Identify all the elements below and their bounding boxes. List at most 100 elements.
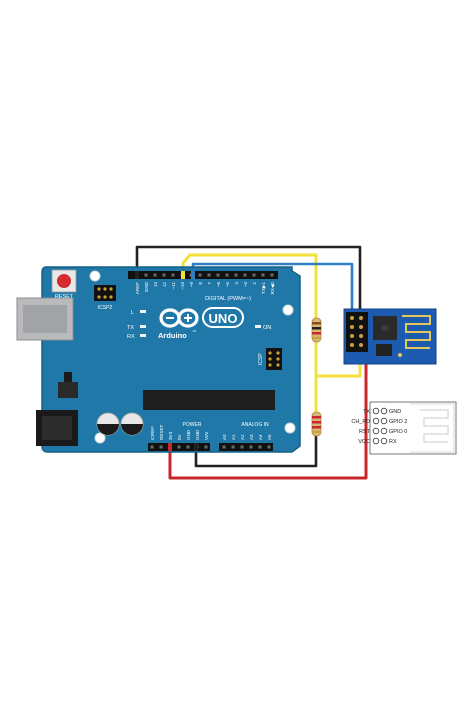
pinout-pin xyxy=(372,437,380,445)
pin-label: GND xyxy=(186,429,191,440)
esp-header-pin xyxy=(350,316,354,320)
esp-header-pin xyxy=(359,325,363,329)
pinout-pin xyxy=(380,437,388,445)
header-pin xyxy=(252,273,256,277)
led-rx-label: RX xyxy=(127,334,135,340)
esp-header-pin xyxy=(359,316,363,320)
led-on xyxy=(255,325,261,328)
pin-label: 3V3 xyxy=(168,431,173,440)
pinout-pin xyxy=(380,427,388,435)
brand-tm: ™ xyxy=(192,329,196,334)
resistor-top xyxy=(311,317,322,343)
pin-label: A1 xyxy=(231,434,236,440)
pinout-pin xyxy=(380,407,388,415)
led-l xyxy=(140,310,146,313)
pin-label: 4 xyxy=(234,282,239,285)
header-pin xyxy=(171,273,175,277)
analog-label: ANALOG IN xyxy=(241,422,269,428)
pin-1-wire-end xyxy=(191,271,195,279)
pin-label: ~3 xyxy=(243,282,248,288)
esp-header-pin xyxy=(350,343,354,347)
pcb-antenna xyxy=(402,315,431,349)
pinout-pin xyxy=(372,407,380,415)
pinout-left-label: CH_PD xyxy=(351,419,370,425)
header-pin xyxy=(159,445,163,449)
pin-label: VIN xyxy=(204,432,209,440)
pin-label: RX◀0 xyxy=(270,282,275,295)
header-pin xyxy=(234,273,238,277)
uno-text: UNO xyxy=(209,311,238,326)
pin-label: A2 xyxy=(240,434,245,440)
arduino-logo: Arduino ™ UNO xyxy=(158,307,244,340)
pinout-pin xyxy=(380,417,388,425)
pin-label: TX▶1 xyxy=(261,282,266,294)
header-pin xyxy=(162,273,166,277)
header-pin xyxy=(222,445,226,449)
mount-hole xyxy=(94,432,106,444)
pin-label: 12 xyxy=(162,282,167,288)
pinout-left-label: VCC xyxy=(358,439,370,445)
header-pin xyxy=(270,273,274,277)
capacitor xyxy=(96,412,120,436)
header-pin xyxy=(231,445,235,449)
pin-label: ~9 xyxy=(189,282,194,288)
pin-label: RESET xyxy=(159,424,164,440)
pin-label: 5V xyxy=(177,433,182,440)
pin-label: A0 xyxy=(222,434,227,440)
header-pin xyxy=(204,445,208,449)
wire-gnd-lower-black xyxy=(194,436,318,468)
pin-3v3-wire-end xyxy=(168,443,172,451)
reset-label: RESET xyxy=(55,294,74,300)
esp-header-pin xyxy=(359,334,363,338)
capacitor xyxy=(120,412,144,436)
flash-chip xyxy=(376,344,392,356)
voltage-regulator xyxy=(58,372,78,398)
pin-label: A3 xyxy=(249,434,254,440)
header-pin xyxy=(153,273,157,277)
pin-label: ~5 xyxy=(225,282,230,288)
pin-label: ~10 xyxy=(180,282,185,290)
mount-hole xyxy=(284,422,296,434)
pin-label: A4 xyxy=(258,434,263,440)
digital-label: DIGITAL (PWM=~) xyxy=(205,296,251,302)
header-pin xyxy=(198,273,202,277)
power-header: IOREF RESET 3V3 5V GND GND VIN POWER xyxy=(148,422,210,451)
header-pin xyxy=(240,445,244,449)
pin-label: ~6 xyxy=(216,282,221,288)
header-pin xyxy=(258,445,262,449)
esp8266-module xyxy=(343,308,437,365)
header-pin xyxy=(249,445,253,449)
led-tx xyxy=(140,325,146,328)
header-pin xyxy=(186,445,190,449)
esp-header-pin xyxy=(359,343,363,347)
header-pin xyxy=(267,445,271,449)
pinout-left-label: TX xyxy=(363,409,370,415)
wire-gnd-black xyxy=(135,245,362,318)
header-pin xyxy=(243,273,247,277)
pin-label: 7 xyxy=(207,282,212,285)
atmega-chip xyxy=(143,390,275,410)
wire-3v3-red xyxy=(168,346,368,480)
led-tx-label: TX xyxy=(127,325,134,331)
pin-label: 13 xyxy=(153,282,158,288)
header-pin xyxy=(225,273,229,277)
esp-header-pin xyxy=(350,325,354,329)
icsp2-label: ICSP2 xyxy=(98,305,113,311)
led-l-label: L xyxy=(131,310,134,316)
pin-label: GND xyxy=(195,429,200,440)
pin-gnd-wire-end xyxy=(135,271,139,279)
icsp2-header: ICSP2 xyxy=(94,285,116,311)
pinout-left-label: RST xyxy=(359,429,371,435)
header-pin xyxy=(177,445,181,449)
pin-label: IOREF xyxy=(150,426,155,440)
brand-text: Arduino xyxy=(158,331,187,340)
header-pin xyxy=(261,273,265,277)
power-label: POWER xyxy=(183,422,202,428)
pinout-right-label: GND xyxy=(389,409,401,415)
header-pin xyxy=(150,445,154,449)
header-pin xyxy=(216,273,220,277)
